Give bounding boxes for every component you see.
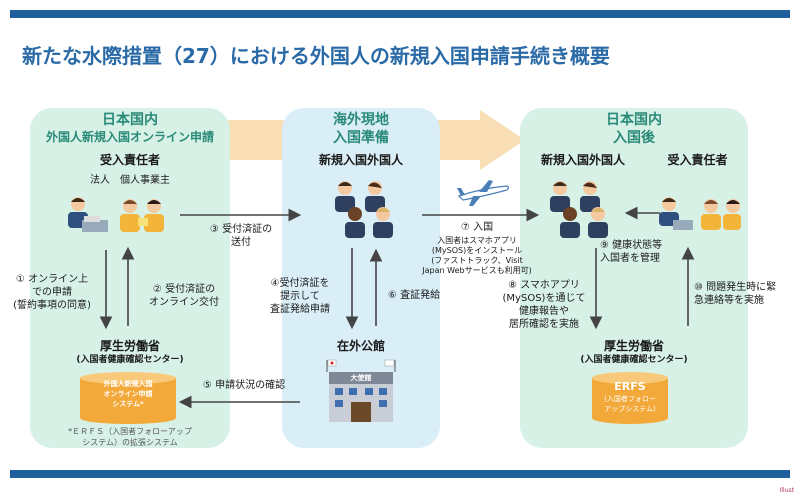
step-9-line-1: ⑨ 健康状態等 [600, 240, 663, 251]
system-label-3: システム* [112, 400, 144, 408]
system-label-2: オンライン申請 [103, 390, 153, 398]
step-10-line-1: ⑩ 問題発生時に緊 [694, 282, 777, 293]
step-8-line-2: (MySOS)を通じて [502, 293, 586, 304]
left-role-sub: 法人 個人事業主 [90, 175, 170, 186]
right-role-a: 新規入国外国人 [540, 153, 625, 167]
illustration-credit-logo: Illust [779, 487, 794, 494]
airplane-icon [457, 180, 510, 206]
right-heading-2: 入国後 [613, 130, 655, 146]
consulate-label: 在外公館 [336, 339, 385, 353]
right-ministry: 厚生労働省 [603, 339, 664, 353]
step-7-line-2: 入国者はスマホアプリ [437, 236, 517, 245]
right-role-b: 受入責任者 [667, 153, 728, 167]
mid-role: 新規入国外国人 [318, 153, 403, 167]
step-4-line-1: ④受付済証を [270, 278, 330, 289]
step-10-line-2: 急連絡等を実施 [694, 295, 764, 306]
left-role: 受入責任者 [99, 153, 160, 167]
step-1-line-3: (誓約事項の同意) [13, 300, 91, 311]
erfs-sub-2: アップシステム) [604, 405, 656, 413]
online-system-cylinder [80, 372, 176, 424]
right-heading-1: 日本国内 [606, 112, 662, 128]
embassy-building-icon [326, 359, 396, 422]
step-7-line-3: (MySOS)をインストール [431, 246, 523, 255]
footnote-2: システム）の拡張システム [82, 438, 178, 447]
left-subheading: 外国人新規入国オンライン申請 [45, 130, 214, 144]
left-ministry: 厚生労働省 [99, 339, 160, 353]
left-people-illustration [68, 197, 164, 232]
left-ministry-sub: (入国者健康確認センター) [76, 355, 184, 365]
step-7-line-1: ⑦ 入国 [460, 222, 494, 233]
system-label-1: 外国人新規入国 [103, 380, 153, 388]
embassy-sign: 大使館 [350, 374, 372, 382]
mid-heading-2: 入国準備 [333, 130, 389, 146]
step-7-line-4: (ファストトラック、Visit [431, 256, 523, 265]
step-8-line-1: ⑧ スマホアプリ [508, 280, 580, 291]
step-8-line-4: 居所確認を実施 [509, 319, 579, 330]
step-3-line-1: ③ 受付済証の [209, 224, 273, 235]
erfs-sub-1: (入国者フォロー [604, 395, 656, 403]
step-1-line-1: ① オンライン上 [15, 274, 89, 285]
page-title: 新たな水際措置（27）における外国人の新規入国申請手続き概要 [22, 44, 610, 68]
erfs-label: ERFS [614, 380, 646, 393]
step-5: ⑤ 申請状況の確認 [202, 380, 286, 391]
mid-people-illustration [335, 181, 393, 238]
step-9-line-2: 入国者を管理 [600, 253, 660, 264]
step-2-line-2: オンライン交付 [149, 297, 219, 308]
step-8-line-3: 健康報告や [519, 306, 569, 317]
step-7-line-5: Japan Webサービスも利用可) [422, 266, 532, 275]
mid-heading-1: 海外現地 [333, 112, 389, 128]
step-2-line-1: ② 受付済証の [152, 284, 216, 295]
step-4-line-2: 提示して [280, 291, 320, 302]
left-heading: 日本国内 [102, 112, 158, 128]
step-6: ⑥ 査証発給 [387, 290, 441, 301]
footnote-1: *ＥＲＦＳ（入国者フォローアップ [68, 427, 192, 436]
erfs-cylinder [592, 372, 668, 424]
step-1-line-2: での申請 [32, 287, 72, 298]
step-4-line-3: 査証発給申請 [270, 304, 330, 315]
right-hosts-illustration [659, 197, 741, 230]
top-bar [10, 10, 790, 18]
step-3-line-2: 送付 [231, 237, 251, 248]
right-ministry-sub: (入国者健康確認センター) [580, 355, 688, 365]
bottom-bar [10, 470, 790, 478]
right-foreigners-illustration [550, 181, 608, 238]
